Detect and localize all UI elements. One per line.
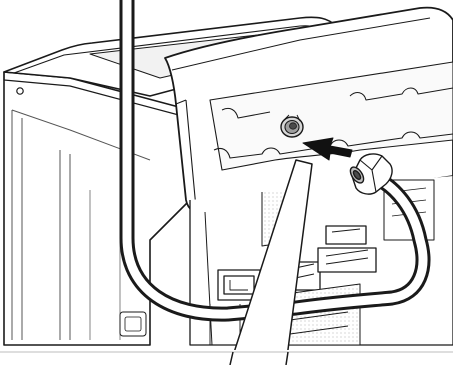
screw-icon xyxy=(17,88,23,94)
